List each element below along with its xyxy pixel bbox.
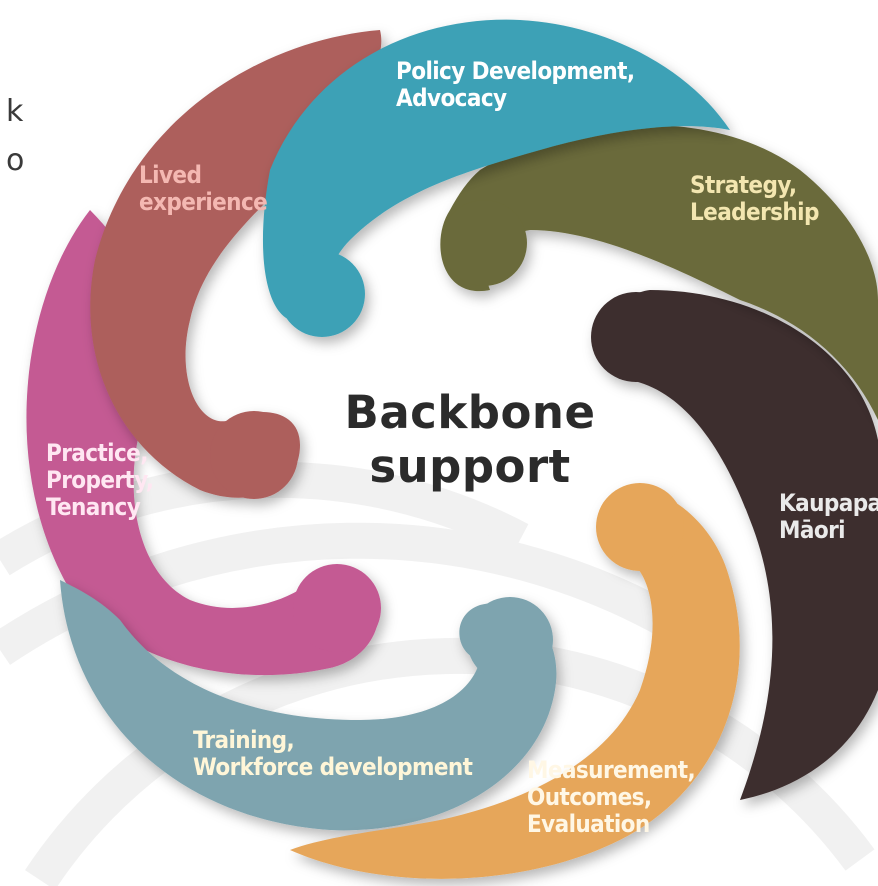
edge-text-2: o xyxy=(6,143,25,178)
segment-policy-label: Policy Development, Advocacy xyxy=(396,57,635,112)
edge-text-1: k xyxy=(6,94,24,129)
segment-policy-curl xyxy=(279,251,365,337)
segment-strategy-shape xyxy=(440,125,878,420)
segment-measurement-label: Measurement, Outcomes, Evaluation xyxy=(527,756,696,838)
segment-policy-shape xyxy=(262,19,730,320)
segment-kaupapa-label: Kaupapa Māori xyxy=(779,489,878,544)
segment-training xyxy=(60,580,557,831)
segment-training-curl xyxy=(467,597,553,683)
segment-training-label: Training, Workforce development xyxy=(193,726,473,781)
center-title: Backbone support xyxy=(344,386,596,493)
segment-lived-label: Lived experience xyxy=(139,161,268,216)
segment-training-shape xyxy=(60,580,557,831)
segment-strategy-curl xyxy=(441,200,527,286)
segment-kaupapa-curl xyxy=(591,292,681,382)
segment-measurement-curl xyxy=(596,483,684,571)
segment-policy xyxy=(262,19,730,337)
segment-measurement-shape xyxy=(290,488,740,879)
segment-practice-curl xyxy=(293,564,381,652)
segment-measurement xyxy=(290,483,740,879)
segment-strategy-label: Strategy, Leadership xyxy=(690,171,819,226)
segment-practice-label: Practice, Property, Tenancy xyxy=(46,439,154,521)
segment-lived-curl xyxy=(210,411,298,499)
segment-kaupapa-shape xyxy=(597,290,878,800)
segment-kaupapa xyxy=(591,290,878,800)
segment-strategy xyxy=(440,125,878,420)
